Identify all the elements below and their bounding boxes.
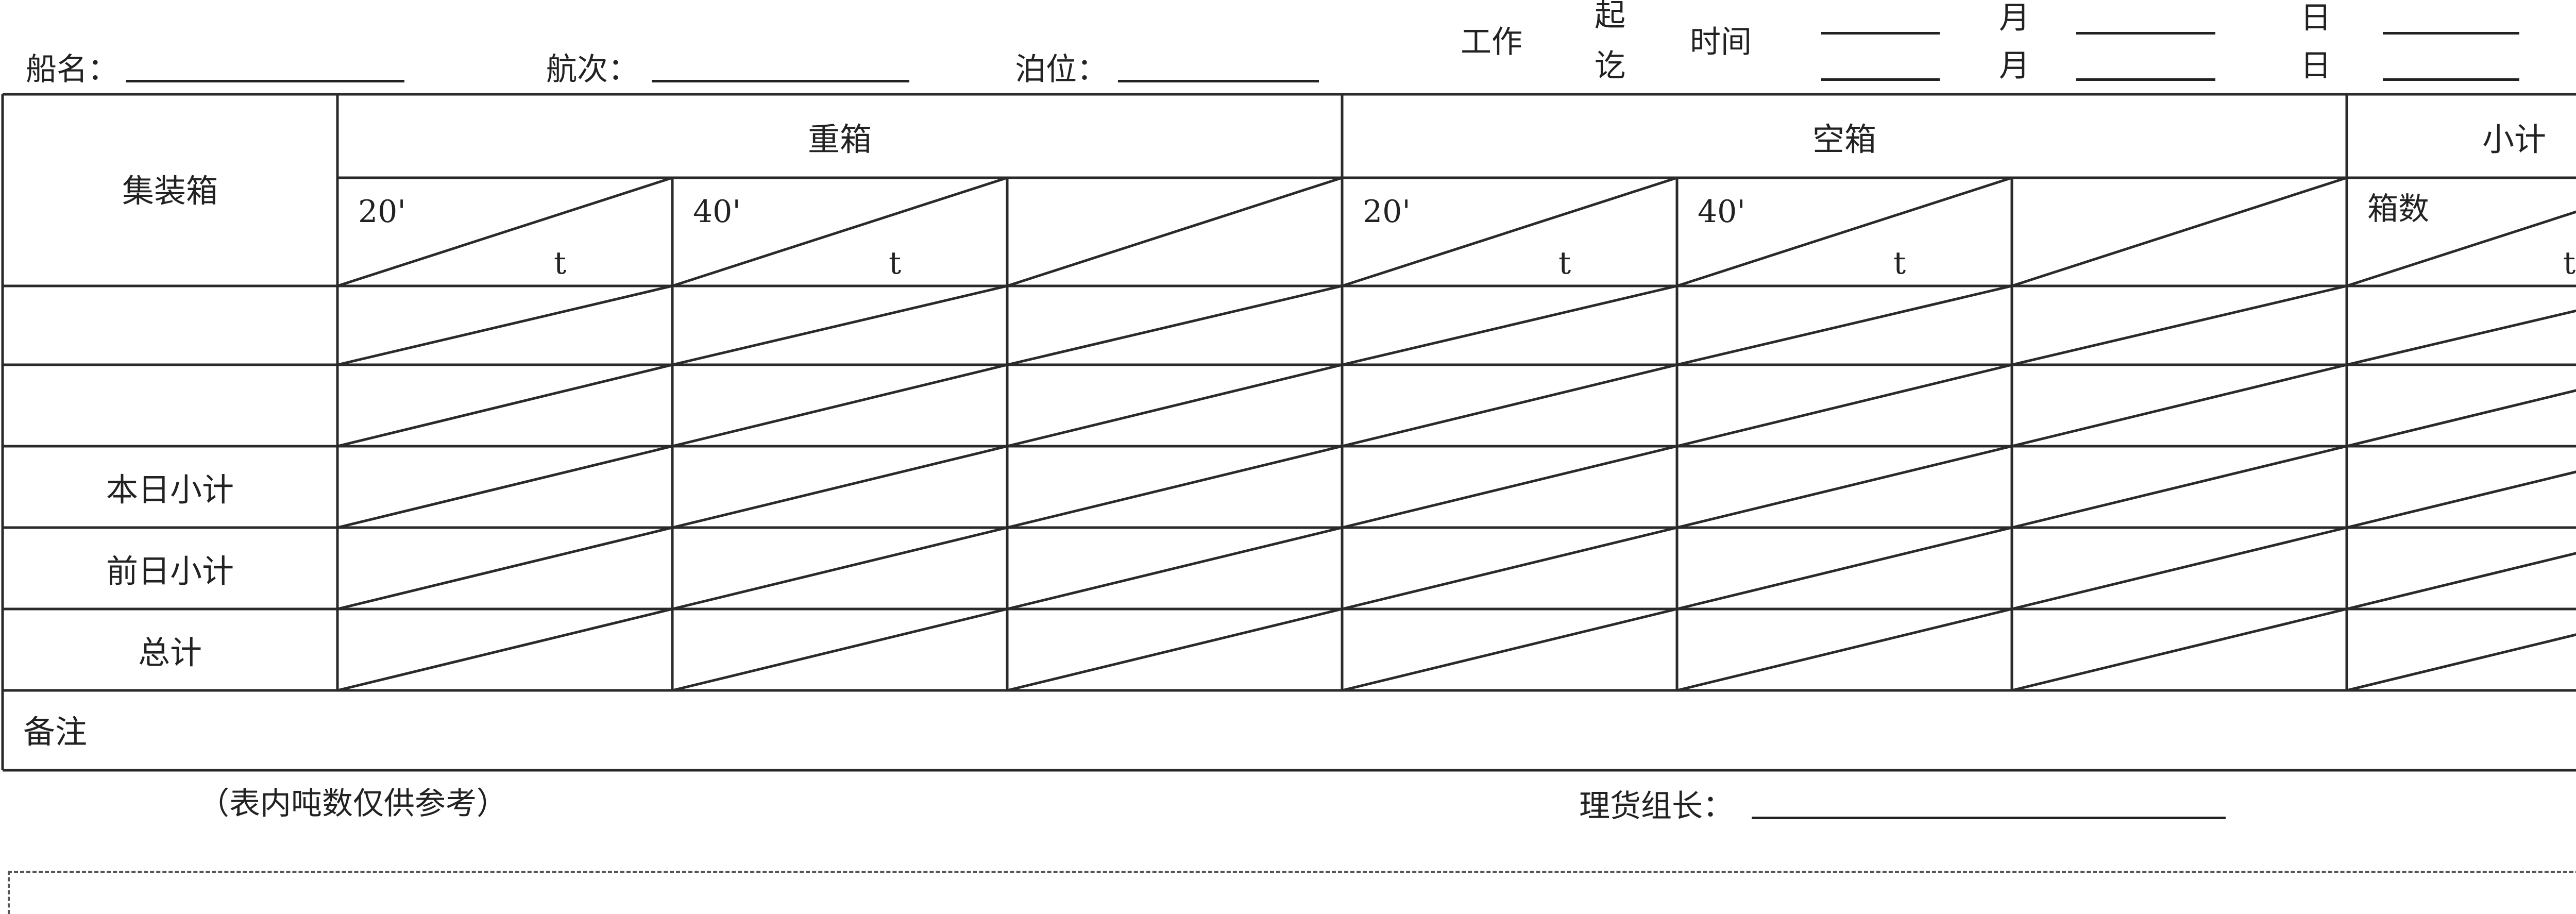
cell-diagonal xyxy=(1342,607,1677,692)
cell-diagonal xyxy=(2346,470,2576,529)
cell-diagonal xyxy=(1007,176,1343,287)
start-month-field[interactable] xyxy=(1821,32,1940,35)
ship-name-field[interactable] xyxy=(126,80,404,82)
cell-diagonal xyxy=(1007,363,1343,448)
cell-diagonal xyxy=(1342,445,1677,529)
voyage-field[interactable] xyxy=(652,80,909,82)
row-label-today-subtotal: 本日小计 xyxy=(106,471,234,509)
table-grid xyxy=(1,93,2576,772)
cell-diagonal xyxy=(337,176,673,287)
subheader-box-count: 箱数 xyxy=(2367,191,2429,227)
group-heavy-header: 重箱 xyxy=(807,121,872,158)
subheader-heavy-40ft: 40' xyxy=(693,194,741,230)
row-label-previous-subtotal: 前日小计 xyxy=(106,552,234,590)
cell-diagonal xyxy=(2011,284,2347,366)
remarks-label: 备注 xyxy=(23,713,88,751)
cell-diagonal xyxy=(672,284,1008,366)
start-hour-field[interactable] xyxy=(2383,32,2519,35)
cell-diagonal xyxy=(337,363,673,448)
start-day-field[interactable] xyxy=(2076,32,2215,35)
start-month-label: 月 xyxy=(1999,0,2030,36)
cell-diagonal xyxy=(337,526,673,611)
cell-diagonal xyxy=(2346,389,2576,448)
cell-diagonal xyxy=(1676,526,2012,611)
cell-diagonal xyxy=(1007,445,1343,529)
cell-diagonal xyxy=(1342,526,1677,611)
subheader-empty-40ft: 40' xyxy=(1698,194,1745,230)
group-empty-header: 空箱 xyxy=(1812,121,1876,158)
end-label: 讫 xyxy=(1595,48,1625,84)
cell-diagonal xyxy=(1342,176,1677,287)
start-day-label: 日 xyxy=(2300,0,2331,36)
subheader-heavy-40ft-tons: t xyxy=(889,245,902,281)
cell-diagonal xyxy=(1676,607,2012,692)
cell-diagonal xyxy=(337,445,673,529)
cell-diagonal xyxy=(2011,445,2347,529)
cell-diagonal xyxy=(672,607,1008,692)
cell-diagonal xyxy=(672,526,1008,611)
cell-diagonal xyxy=(1342,284,1677,366)
cell-diagonal xyxy=(1007,607,1343,692)
cell-diagonal xyxy=(2011,363,2347,448)
work-label: 工作 xyxy=(1461,24,1522,60)
subheader-empty-20ft-tons: t xyxy=(1558,245,1571,281)
cell-diagonal xyxy=(1676,445,2012,529)
cell-diagonal xyxy=(2011,176,2347,287)
cell-diagonal xyxy=(2346,552,2576,611)
cell-diagonal xyxy=(672,176,1008,287)
cell-diagonal xyxy=(2011,607,2347,692)
subheader-box-count-tons: t xyxy=(2563,245,2576,281)
end-day-label: 日 xyxy=(2300,48,2331,84)
group-subtotal-header: 小计 xyxy=(2482,121,2546,158)
cell-diagonal xyxy=(337,607,673,692)
cell-diagonal xyxy=(672,363,1008,448)
cell-diagonal xyxy=(2346,633,2576,692)
cut-line-frame xyxy=(8,871,2576,914)
end-day-field[interactable] xyxy=(2076,78,2215,81)
subheader-heavy-20ft: 20' xyxy=(358,194,406,230)
voyage-label: 航次： xyxy=(546,52,639,88)
cell-diagonal xyxy=(2346,210,2576,287)
subheader-empty-40ft-tons: t xyxy=(1893,245,1906,281)
start-label: 起 xyxy=(1595,0,1625,33)
tonnage-note: （表内吨数仅供参考） xyxy=(198,786,507,822)
cell-diagonal xyxy=(1007,284,1343,366)
cell-diagonal xyxy=(1676,284,2012,366)
berth-label: 泊位： xyxy=(1015,52,1108,88)
cell-diagonal xyxy=(1676,176,2012,287)
end-month-label: 月 xyxy=(1999,48,2030,84)
cell-diagonal xyxy=(1342,363,1677,448)
time-label: 时间 xyxy=(1690,24,1752,60)
cell-diagonal xyxy=(672,445,1008,529)
end-month-field[interactable] xyxy=(1821,78,1940,81)
tally-leader-label: 理货组长： xyxy=(1579,788,1734,824)
tally-leader-signature-field[interactable] xyxy=(1752,817,2226,819)
berth-field[interactable] xyxy=(1118,80,1319,82)
cell-diagonal xyxy=(2346,309,2576,366)
cell-diagonal xyxy=(337,284,673,366)
container-corner-label: 集装箱 xyxy=(122,172,218,210)
cell-diagonal xyxy=(2011,526,2347,611)
subheader-heavy-20ft-tons: t xyxy=(554,245,567,281)
row-label-total: 总计 xyxy=(138,634,202,671)
subheader-empty-20ft: 20' xyxy=(1363,194,1411,230)
cell-diagonal xyxy=(1676,363,2012,448)
end-hour-field[interactable] xyxy=(2383,78,2519,81)
ship-name-label: 船名： xyxy=(26,52,118,88)
cell-diagonal xyxy=(1007,526,1343,611)
